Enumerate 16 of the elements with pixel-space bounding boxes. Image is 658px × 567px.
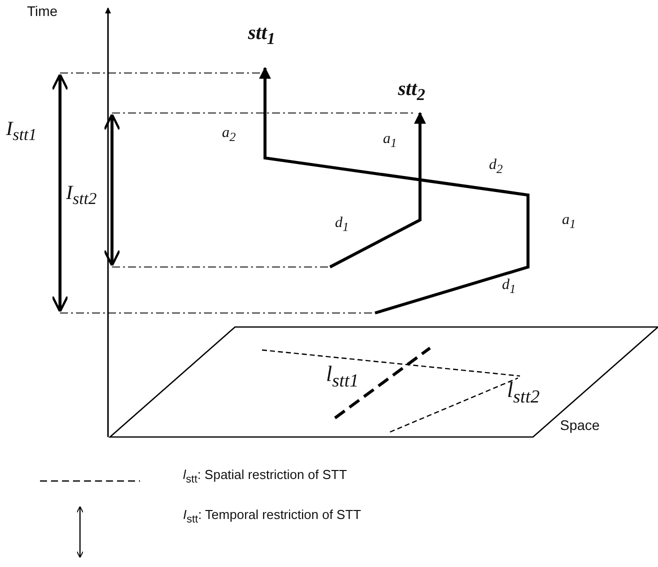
interval-label: I$_{stt1}$	[6, 118, 37, 144]
trajectory-label: stt$_{2}$	[398, 78, 426, 104]
segment-label: d$_{1}$	[335, 215, 349, 235]
segment-label: d$_{2}$	[489, 157, 503, 177]
legend-text: I$_{stt}$: Temporal restriction of STT	[183, 508, 362, 526]
interval-label: I$_{stt2}$	[66, 182, 97, 208]
restriction-label: l$_{stt1}$	[326, 362, 359, 391]
segment-label: a$_{1}$	[383, 131, 397, 151]
legend-text: l$_{stt}$: Spatial restriction of STT	[183, 468, 347, 486]
segment-label: a$_{2}$	[222, 125, 236, 145]
restriction-label: l$_{stt2}$	[507, 378, 540, 407]
axis-label: Time	[27, 4, 58, 20]
segment-label: d$_{1}$	[502, 277, 516, 297]
trajectory-label: stt$_{1}$	[248, 22, 276, 48]
segment-label: a$_{1}$	[562, 212, 576, 232]
axis-label: Space	[560, 418, 600, 434]
